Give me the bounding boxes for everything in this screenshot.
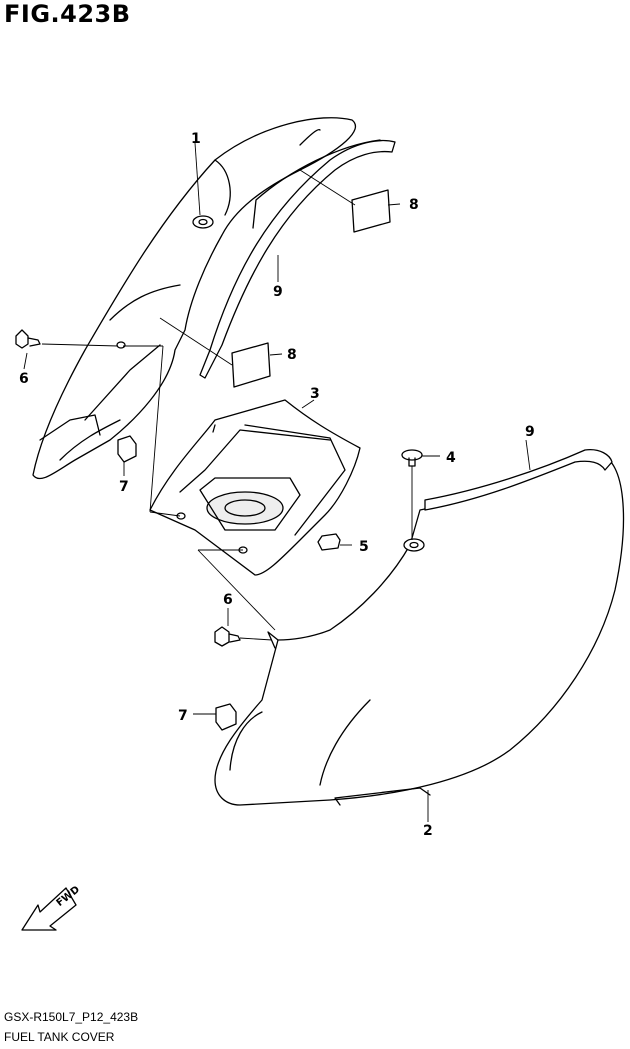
callout-9-lower: 9 [525, 424, 535, 440]
part-6-rivet-lower[interactable] [214, 626, 241, 647]
callout-5: 5 [359, 539, 369, 555]
figure-caption: FUEL TANK COVER [4, 1030, 115, 1044]
callout-3: 3 [310, 386, 320, 402]
part-8-pad-upper[interactable] [351, 189, 391, 233]
callout-8-upper: 8 [409, 197, 419, 213]
callout-7-lower: 7 [178, 708, 188, 724]
part-9-trim-strip-lower[interactable] [424, 449, 613, 511]
callout-7-upper: 7 [119, 479, 129, 495]
part-1-upper-cover[interactable] [32, 117, 357, 480]
model-code: GSX-R150L7_P12_423B [4, 1010, 139, 1024]
figure-title: FIG.423B [4, 0, 131, 28]
callout-6-upper: 6 [19, 371, 29, 387]
part-6-rivet-upper[interactable] [15, 329, 41, 349]
fwd-arrow-icon [21, 887, 77, 931]
part-9-trim-strip-upper[interactable] [199, 139, 396, 379]
callout-1: 1 [191, 131, 201, 147]
callout-8-lower: 8 [287, 347, 297, 363]
leader-lines [23, 142, 531, 822]
callout-6-lower: 6 [223, 592, 233, 608]
callout-4: 4 [446, 450, 456, 466]
part-5-grommet[interactable] [317, 533, 341, 551]
part-7-clip-lower[interactable] [215, 703, 237, 731]
callout-9-upper: 9 [273, 284, 283, 300]
part-3-inner-cover[interactable] [149, 399, 361, 576]
callout-2: 2 [423, 823, 433, 839]
part-4-screw[interactable] [401, 449, 423, 467]
part-7-clip-upper[interactable] [117, 435, 137, 463]
part-8-pad-lower[interactable] [231, 342, 271, 388]
